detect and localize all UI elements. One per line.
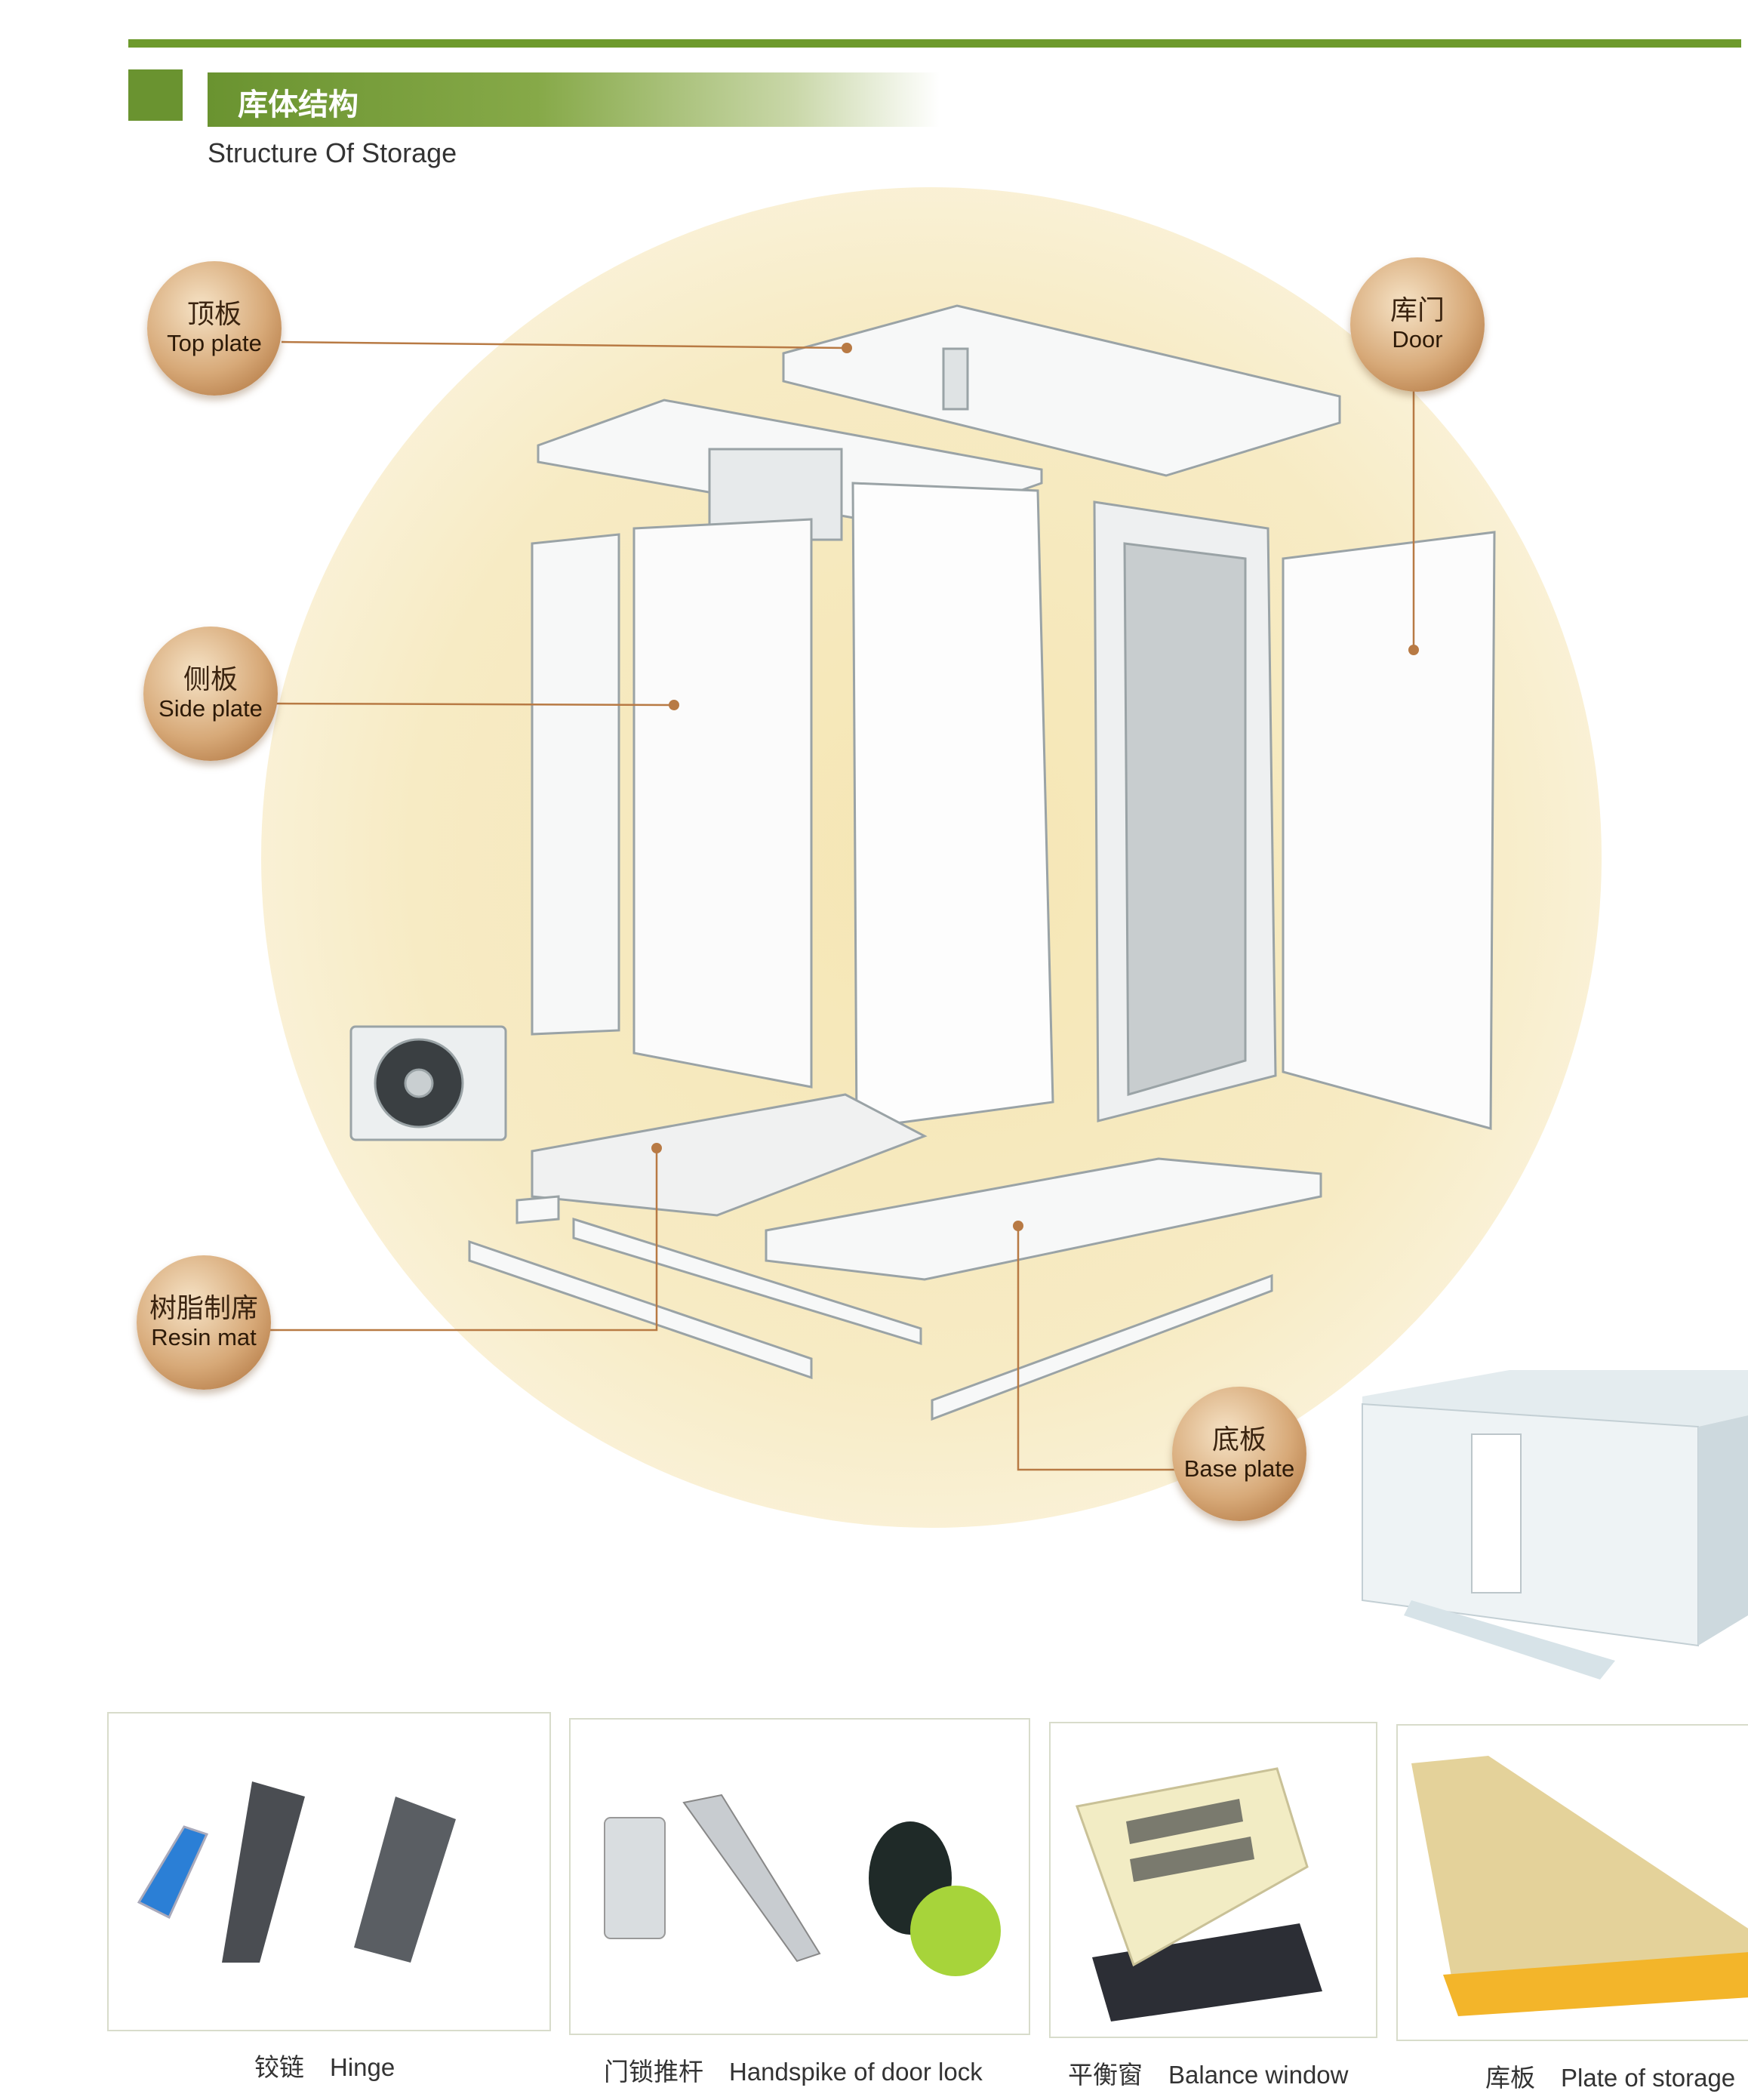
caption-en: Hinge <box>330 2053 395 2081</box>
accessory-image-hinge <box>107 1712 551 2031</box>
ceiling-fitting <box>942 347 969 411</box>
accessory-image-balance-window <box>1049 1722 1377 2038</box>
header-marker <box>128 69 183 121</box>
callout-door: 库门 Door <box>1350 257 1485 392</box>
assembled-storage-image <box>1362 1370 1748 1680</box>
caption-balance-window: 平衡窗 Balance window <box>1068 2055 1348 2091</box>
callout-cn: 侧板 <box>183 664 238 695</box>
section-title: 库体结构 <box>238 88 359 122</box>
leader-lines <box>268 340 1415 1471</box>
section-banner: 库体结构 <box>208 72 940 127</box>
floor-rail <box>572 1217 922 1346</box>
floor-rail <box>468 1239 813 1380</box>
accessory-image-plate-of-storage <box>1396 1724 1748 2041</box>
floor-rail <box>931 1273 1273 1421</box>
callout-en: Top plate <box>167 330 262 357</box>
resin-mat-base <box>531 1093 928 1217</box>
callout-en: Door <box>1392 326 1443 353</box>
callout-side-plate: 侧板 Side plate <box>143 627 278 761</box>
caption-en: Balance window <box>1168 2061 1349 2089</box>
callout-en: Side plate <box>158 695 263 722</box>
caption-cn: 库板 <box>1485 2063 1535 2092</box>
caption-en: Plate of storage <box>1561 2064 1736 2092</box>
callout-resin-mat: 树脂制席 Resin mat <box>137 1255 271 1390</box>
caption-cn: 门锁推杆 <box>604 2057 703 2086</box>
condenser-fan-hub <box>404 1068 434 1098</box>
side-plate-back <box>531 533 620 1036</box>
leader-dots <box>651 343 1419 1231</box>
callout-base-plate: 底板 Base plate <box>1172 1387 1306 1521</box>
header-rule <box>128 39 1741 48</box>
callout-cn: 底板 <box>1211 1424 1266 1455</box>
callout-cn: 库门 <box>1389 294 1445 326</box>
callout-top-plate: 顶板 Top plate <box>147 261 282 396</box>
caption-plate-of-storage: 库板 Plate of storage <box>1485 2058 1735 2094</box>
top-plate-right <box>782 304 1341 477</box>
door-opening <box>1123 542 1247 1096</box>
section-subtitle: Structure Of Storage <box>208 137 457 168</box>
caption-cn: 铰链 <box>254 2052 304 2082</box>
callout-en: Base plate <box>1183 1455 1295 1483</box>
side-plate-front <box>632 518 813 1088</box>
callout-cn: 树脂制席 <box>149 1292 258 1324</box>
floor-rail <box>515 1195 560 1224</box>
door-leaf <box>1282 531 1496 1130</box>
caption-hinge: 铰链 Hinge <box>254 2047 395 2083</box>
accessory-image-door-lock <box>569 1718 1030 2035</box>
caption-en: Handspike of door lock <box>729 2058 983 2086</box>
caption-cn: 平衡窗 <box>1068 2060 1143 2089</box>
callout-cn: 顶板 <box>186 298 242 330</box>
base-plate <box>765 1157 1322 1281</box>
callout-en: Resin mat <box>151 1324 257 1351</box>
caption-door-lock: 门锁推杆 Handspike of door lock <box>604 2052 983 2088</box>
corner-column <box>851 482 1054 1130</box>
